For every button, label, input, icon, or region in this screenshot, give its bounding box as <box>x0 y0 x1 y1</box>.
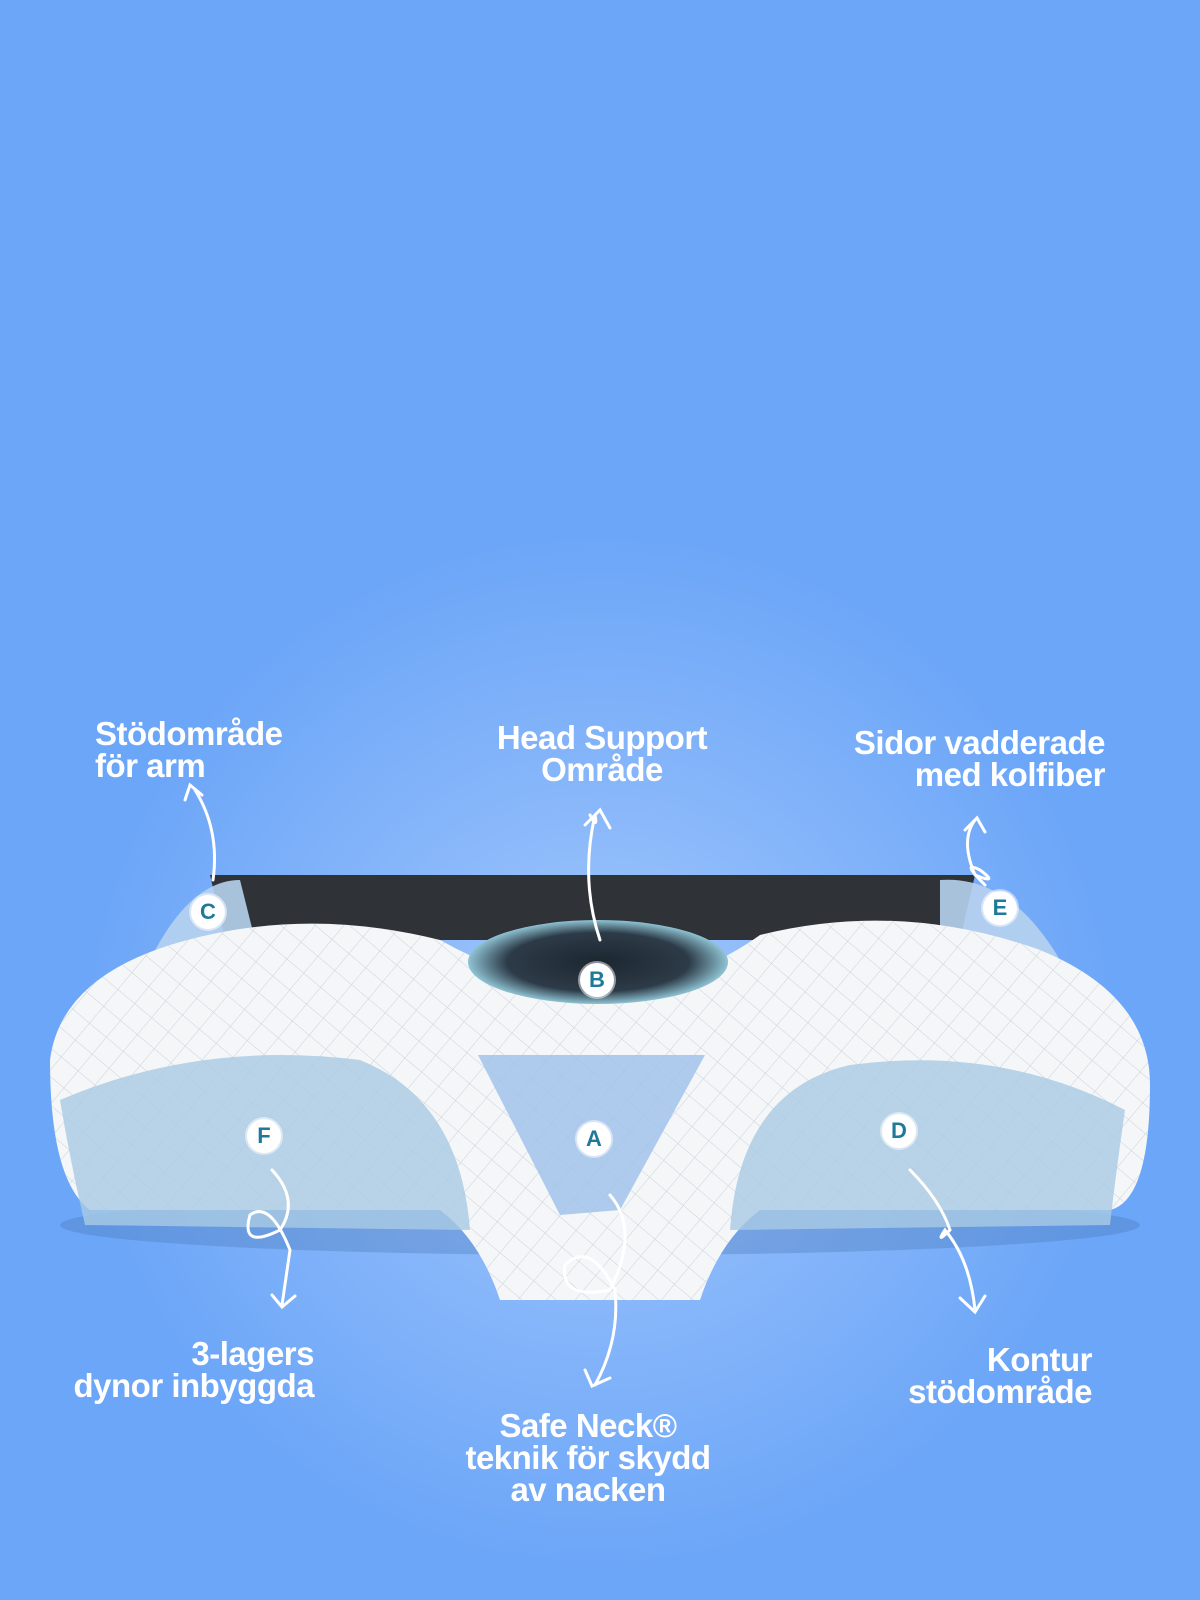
label-line: Kontur <box>986 1341 1093 1378</box>
marker-c: C <box>191 895 225 929</box>
label-head-support: Head Support Område <box>402 719 802 788</box>
label-padded-sides: Sidor vadderade med kolfiber <box>853 724 1106 793</box>
label-line: Safe Neck® <box>499 1407 677 1444</box>
label-three-layers: 3-lagers dynor inbyggda <box>73 1335 315 1404</box>
label-line: 3-lagers <box>191 1335 314 1372</box>
label-arm-support: Stödområde för arm <box>95 715 283 784</box>
marker-d: D <box>882 1114 916 1148</box>
label-line: stödområde <box>908 1373 1092 1410</box>
label-line: av nacken <box>510 1471 666 1508</box>
marker-f: F <box>247 1119 281 1153</box>
label-line: dynor inbyggda <box>73 1367 315 1404</box>
label-line: Område <box>541 751 663 788</box>
label-line: Stödområde <box>95 715 283 752</box>
label-safe-neck: Safe Neck® teknik för skydd av nacken <box>388 1407 788 1508</box>
label-line: för arm <box>95 747 206 784</box>
marker-e: E <box>983 891 1017 925</box>
marker-b: B <box>580 963 614 997</box>
label-line: med kolfiber <box>914 756 1106 793</box>
label-line: teknik för skydd <box>465 1439 711 1476</box>
label-line: Sidor vadderade <box>853 724 1106 761</box>
label-contour-support: Kontur stödområde <box>908 1341 1093 1410</box>
label-line: Head Support <box>496 719 708 756</box>
marker-a: A <box>577 1122 611 1156</box>
